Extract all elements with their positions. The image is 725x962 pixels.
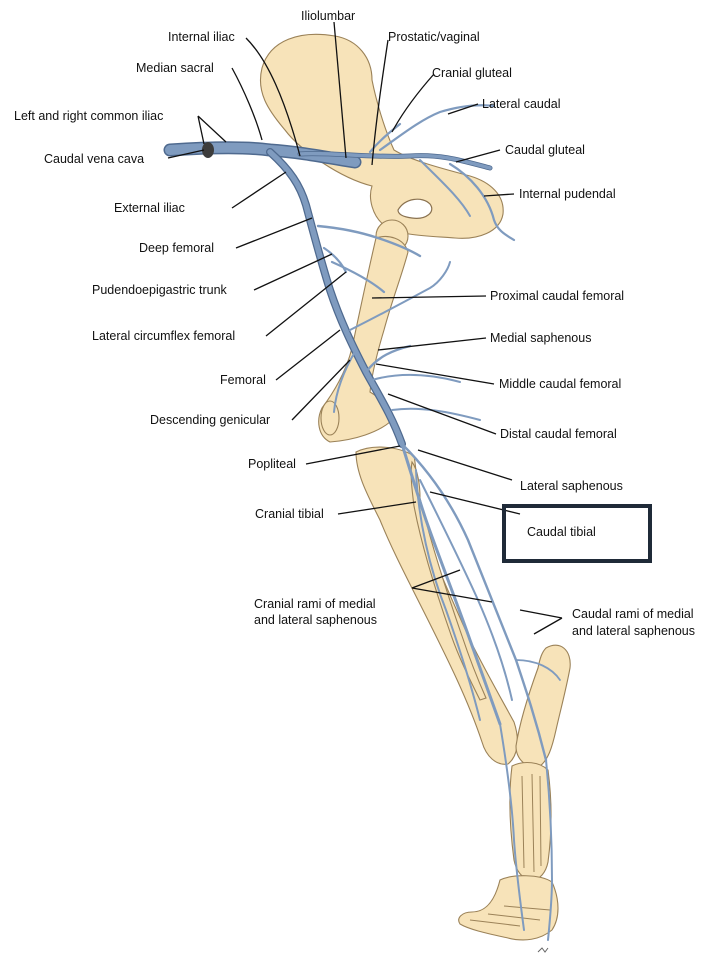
leader-caudal-gluteal	[456, 150, 500, 162]
leader-medial-saphenous	[378, 338, 486, 350]
leader-pudendoepigastric	[254, 254, 332, 290]
leader-deep-femoral	[236, 218, 312, 248]
label-caudal-rami-line2: and lateral saphenous	[572, 624, 695, 638]
vein-network	[170, 105, 560, 940]
leader-caudal-tibial	[430, 492, 520, 514]
label-prostatic-vaginal: Prostatic/vaginal	[388, 30, 480, 44]
label-proximal-caudal-femoral: Proximal caudal femoral	[490, 289, 624, 303]
leader-cranial-gluteal	[392, 74, 434, 132]
label-iliolumbar: Iliolumbar	[301, 9, 355, 23]
label-lateral-saphenous: Lateral saphenous	[520, 479, 623, 493]
leader-middle-caudal-femoral	[376, 364, 494, 384]
leader-external-iliac	[232, 172, 286, 208]
label-caudal-rami-line1: Caudal rami of medial	[572, 607, 694, 621]
label-cranial-rami-line1: Cranial rami of medial	[254, 597, 376, 611]
label-femoral: Femoral	[220, 373, 266, 387]
label-descending-genicular: Descending genicular	[150, 413, 270, 427]
label-caudal-tibial: Caudal tibial	[527, 525, 596, 539]
label-median-sacral: Median sacral	[136, 61, 214, 75]
patella	[321, 401, 339, 435]
label-popliteal: Popliteal	[248, 457, 296, 471]
label-caudal-gluteal: Caudal gluteal	[505, 143, 585, 157]
leader-femoral	[276, 330, 340, 380]
distal-caudal-femoral-vessel	[392, 409, 480, 420]
label-internal-pudendal: Internal pudendal	[519, 187, 616, 201]
label-lateral-circumflex-femoral: Lateral circumflex femoral	[92, 329, 235, 343]
label-cranial-rami-line2: and lateral saphenous	[254, 613, 377, 627]
leader-common-iliac	[198, 116, 226, 144]
label-middle-caudal-femoral: Middle caudal femoral	[499, 377, 621, 391]
label-common-iliac: Left and right common iliac	[14, 109, 163, 123]
leader-median-sacral	[232, 68, 262, 140]
leader-lateral-saphenous	[418, 450, 512, 480]
artist-signature	[538, 948, 548, 952]
digits-bones	[459, 876, 558, 940]
label-lateral-caudal: Lateral caudal	[482, 97, 561, 111]
label-internal-iliac: Internal iliac	[168, 30, 235, 44]
leader-distal-caudal-femoral	[388, 394, 496, 434]
label-distal-caudal-femoral: Distal caudal femoral	[500, 427, 617, 441]
label-medial-saphenous: Medial saphenous	[490, 331, 591, 345]
label-deep-femoral: Deep femoral	[139, 241, 214, 255]
label-cranial-gluteal: Cranial gluteal	[432, 66, 512, 80]
pelvis-bone	[260, 34, 503, 238]
label-caudal-vena-cava: Caudal vena cava	[44, 152, 144, 166]
label-cranial-tibial: Cranial tibial	[255, 507, 324, 521]
label-pudendoepigastric: Pudendoepigastric trunk	[92, 283, 228, 297]
leader-caudal-rami	[520, 610, 562, 634]
label-external-iliac: External iliac	[114, 201, 185, 215]
